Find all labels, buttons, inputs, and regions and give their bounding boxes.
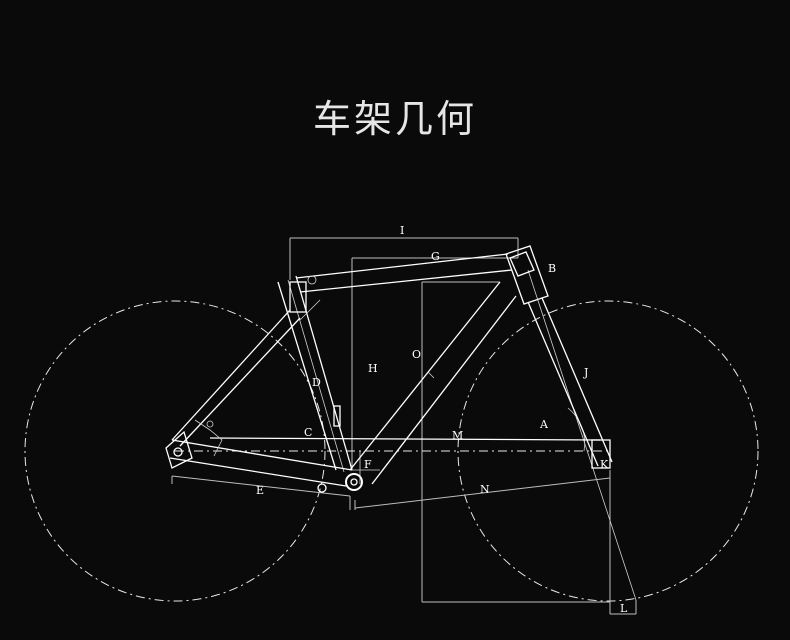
bottle-mount xyxy=(333,405,341,427)
seat-clamp xyxy=(289,275,321,321)
front-dropout xyxy=(591,439,611,469)
label-a: A xyxy=(539,418,549,431)
label-j: J xyxy=(583,366,588,379)
label-i: I xyxy=(400,224,404,237)
steering-axis xyxy=(527,269,637,601)
page-title: 车架几何 xyxy=(312,97,477,141)
head-tube xyxy=(505,245,549,305)
label-n: N xyxy=(480,483,490,496)
rear-dropout xyxy=(165,419,223,469)
label-c: C xyxy=(304,426,312,439)
dimension-stack xyxy=(421,281,637,615)
cable-port xyxy=(427,371,435,379)
label-o: O xyxy=(412,348,421,361)
dimension-n xyxy=(354,477,611,510)
bottom-bracket xyxy=(317,473,363,493)
down-tube xyxy=(349,281,517,485)
label-m: M xyxy=(452,429,463,442)
dimension-g xyxy=(351,257,518,470)
label-k: K xyxy=(600,458,609,471)
dimension-i xyxy=(289,237,519,280)
label-h: H xyxy=(368,362,378,375)
label-b: B xyxy=(548,262,556,275)
label-f: F xyxy=(364,458,372,471)
top-tube xyxy=(295,253,513,293)
rear-wheel xyxy=(24,300,326,602)
chain-stays xyxy=(169,437,601,487)
label-e: E xyxy=(256,484,264,497)
front-wheel xyxy=(457,300,759,602)
label-g: G xyxy=(431,250,440,263)
dimension-e xyxy=(171,475,351,510)
label-l: L xyxy=(620,602,628,615)
seat-stays xyxy=(171,309,301,447)
fork xyxy=(527,297,613,467)
label-d: D xyxy=(312,376,321,389)
